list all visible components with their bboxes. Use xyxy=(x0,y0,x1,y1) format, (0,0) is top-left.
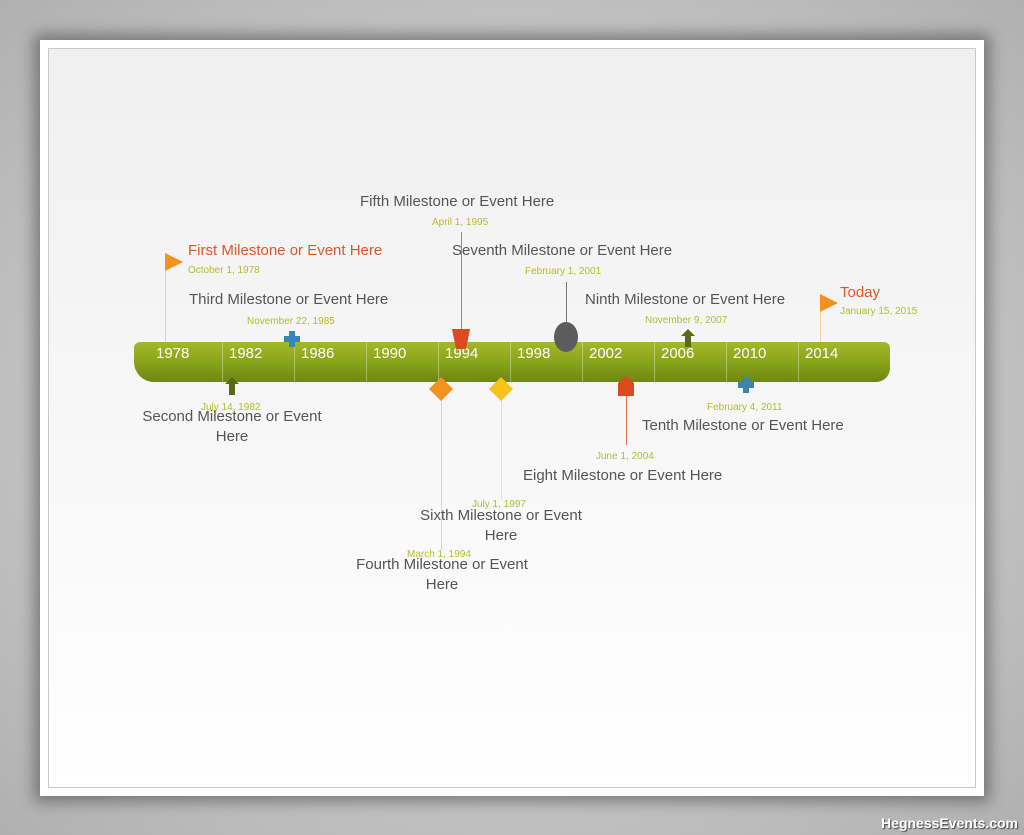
milestone-8-title: Eight Milestone or Event Here xyxy=(523,467,723,484)
arrow-up-icon xyxy=(681,329,695,347)
tick-separator xyxy=(654,342,655,382)
diamond-icon xyxy=(489,377,513,401)
flag-icon xyxy=(165,253,183,271)
milestone-7-title: Seventh Milestone or Event Here xyxy=(452,242,673,259)
cross-icon xyxy=(738,377,754,393)
milestone-1-title: First Milestone or Event Here xyxy=(188,242,383,259)
milestone-stem xyxy=(441,398,442,550)
tick-label-1994: 1994 xyxy=(445,345,479,362)
tick-label-1998: 1998 xyxy=(517,345,551,362)
diamond-icon xyxy=(429,377,453,401)
house-icon xyxy=(618,376,634,396)
tick-separator xyxy=(222,342,223,382)
milestone-8-date: June 1, 2004 xyxy=(596,451,654,462)
tick-label-1990: 1990 xyxy=(373,345,407,362)
milestone-stem xyxy=(461,232,462,330)
tick-separator xyxy=(510,342,511,382)
milestone-5-title: Fifth Milestone or Event Here xyxy=(360,193,555,210)
milestone-6-date: July 1, 1997 xyxy=(472,499,526,510)
milestone-3-title: Third Milestone or Event Here xyxy=(189,291,389,308)
watermark: HegnessEvents.com xyxy=(881,815,1018,831)
tick-label-1982: 1982 xyxy=(229,345,263,362)
timeline-slide xyxy=(48,48,976,788)
tick-separator xyxy=(366,342,367,382)
tick-separator xyxy=(582,342,583,382)
milestone-4-title: Fourth Milestone or Event Here xyxy=(356,556,528,593)
milestone-10-date: February 4, 2011 xyxy=(707,402,783,413)
tick-label-1986: 1986 xyxy=(301,345,335,362)
milestone-2-title: Second Milestone or Event Here xyxy=(142,408,322,445)
trapezoid-icon xyxy=(452,329,470,349)
tick-label-2014: 2014 xyxy=(805,345,839,362)
milestone-10-title: Tenth Milestone or Event Here xyxy=(642,417,844,434)
tick-separator xyxy=(726,342,727,382)
milestone-9-date: November 9, 2007 xyxy=(645,315,728,326)
tick-label-2006: 2006 xyxy=(661,345,695,362)
today-date: January 15, 2015 xyxy=(840,306,918,317)
milestone-7-date: February 1, 2001 xyxy=(525,266,602,277)
tick-separator xyxy=(438,342,439,382)
milestone-stem xyxy=(820,300,821,342)
milestone-stem xyxy=(626,395,627,445)
tick-separator xyxy=(798,342,799,382)
milestone-1-date: October 1, 1978 xyxy=(188,265,260,276)
tick-label-2010: 2010 xyxy=(733,345,767,362)
tick-label-2002: 2002 xyxy=(589,345,623,362)
milestone-6-title: Sixth Milestone or Event Here xyxy=(420,507,582,544)
milestone-9-title: Ninth Milestone or Event Here xyxy=(585,291,786,308)
milestone-4-date: March 1, 1994 xyxy=(407,549,471,560)
timeline-bar xyxy=(134,342,890,382)
milestone-3-date: November 22, 1985 xyxy=(247,316,335,327)
milestone-2-date: July 14, 1982 xyxy=(201,402,261,413)
ellipse-icon xyxy=(554,322,578,352)
milestone-stem xyxy=(501,398,502,500)
milestone-stem xyxy=(566,282,567,324)
cross-icon xyxy=(284,331,300,347)
arrow-up-icon xyxy=(225,377,239,395)
tick-separator xyxy=(294,342,295,382)
slide-frame xyxy=(40,40,984,796)
tick-label-1978: 1978 xyxy=(156,345,190,362)
flag-icon xyxy=(820,294,838,312)
today-title: Today xyxy=(840,284,881,301)
milestone-5-date: April 1, 1995 xyxy=(432,217,489,228)
milestone-stem xyxy=(165,262,166,342)
